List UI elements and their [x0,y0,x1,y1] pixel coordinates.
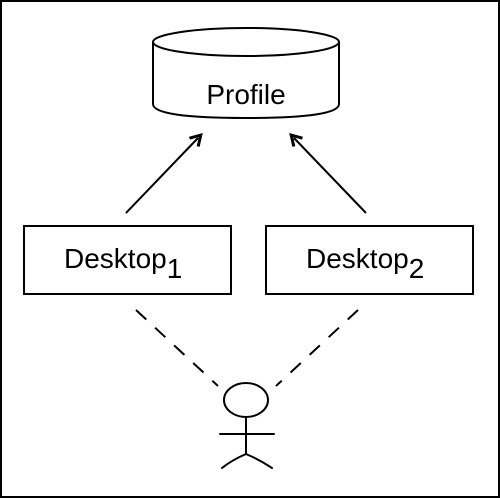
desktop-2-box: Desktop2 [265,225,474,295]
profile-label: Profile [206,79,285,110]
database-cylinder-icon [152,42,340,120]
desktop-1-label: Desktop1 [64,243,182,284]
stick-figure-user-icon [219,382,275,469]
desktop-2-label: Desktop2 [306,243,424,284]
desktop-1-box: Desktop1 [23,225,232,295]
profile-database: Profile [152,27,340,120]
dashed-link-user-to-desktop-2 [275,309,359,387]
arrow-desktop1-to-profile [125,133,203,214]
database-top-ellipse [152,27,340,57]
dashed-link-user-to-desktop-1 [135,309,219,387]
arrow-desktop2-to-profile [289,133,367,214]
